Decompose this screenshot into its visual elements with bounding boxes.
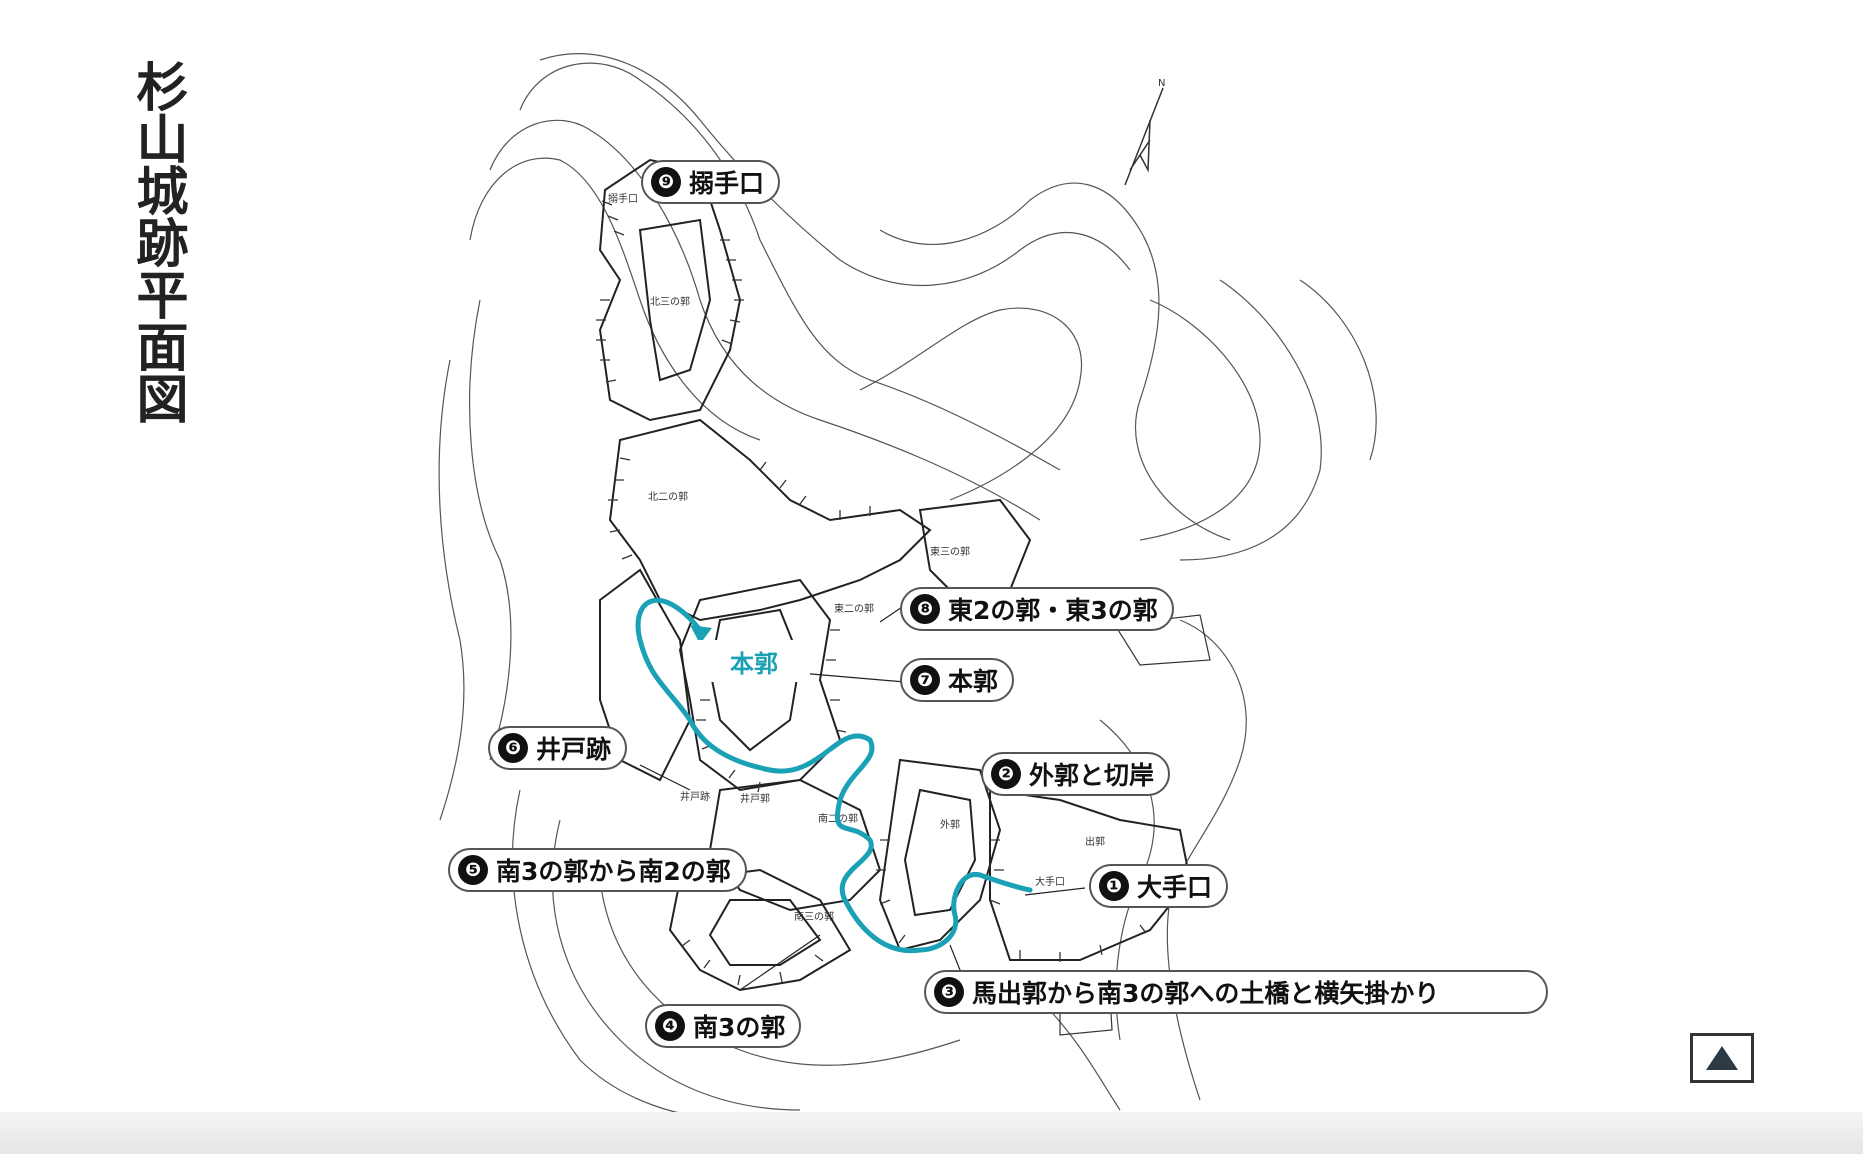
callout-label: 馬出郭から南3の郭への土橋と横矢掛かり <box>972 979 1440 1008</box>
callout-number: ❹ <box>655 1011 685 1041</box>
callout-label: 本郭 <box>948 667 999 696</box>
route-arrowhead <box>690 625 712 644</box>
label-kita3: 北三の郭 <box>650 295 690 308</box>
callout-ido[interactable]: ❻ 井戸跡 <box>488 726 628 770</box>
hachures <box>596 200 1147 986</box>
callout-umadashi[interactable]: ❸ 馬出郭から南3の郭への土橋と横矢掛かり <box>924 970 1548 1014</box>
callout-label: 大手口 <box>1137 873 1213 902</box>
label-karamete: 搦手口 <box>608 192 638 205</box>
callout-label: 南3の郭 <box>693 1013 786 1042</box>
map-title: 杉山城跡平面図 <box>127 60 188 424</box>
callout-minami3[interactable]: ❹ 南3の郭 <box>645 1004 802 1048</box>
callout-label: 井戸跡 <box>536 735 612 764</box>
callout-soto[interactable]: ❷ 外郭と切岸 <box>981 752 1171 796</box>
callout-number: ❶ <box>1099 871 1129 901</box>
callout-honmaru[interactable]: ❼ 本郭 <box>900 658 1015 702</box>
back-to-top-button[interactable] <box>1690 1033 1754 1083</box>
compass-label: N <box>1158 78 1165 89</box>
callout-number: ❺ <box>458 855 488 885</box>
honmaru-route-label: 本郭 <box>698 640 810 682</box>
callout-number: ❸ <box>934 977 964 1007</box>
label-ote: 大手口 <box>1035 875 1065 888</box>
callout-label: 南3の郭から南2の郭 <box>496 857 731 886</box>
callout-number: ❾ <box>651 167 681 197</box>
contour-lines <box>438 53 1377 1121</box>
callout-number: ❷ <box>991 759 1021 789</box>
label-minami3: 南三の郭 <box>794 910 834 923</box>
callout-label: 外郭と切岸 <box>1029 761 1155 790</box>
callout-label: 東2の郭・東3の郭 <box>948 596 1158 625</box>
bottom-bar <box>0 1112 1863 1154</box>
callout-label: 搦手口 <box>689 169 765 198</box>
label-de: 出郭 <box>1085 835 1105 848</box>
label-higashi2: 東二の郭 <box>834 602 874 615</box>
label-ido-kuruwa: 井戸郭 <box>740 792 770 805</box>
callout-number: ❻ <box>498 733 528 763</box>
callout-minami3-2[interactable]: ❺ 南3の郭から南2の郭 <box>448 848 747 892</box>
label-soto: 外郭 <box>940 818 960 831</box>
walking-route <box>635 597 1033 954</box>
label-higashi3: 東三の郭 <box>930 545 970 558</box>
plan-labels: 搦手口 北三の郭 北二の郭 東三の郭 東二の郭 井戸跡 井戸郭 南二の郭 南三の… <box>608 192 1105 923</box>
callout-number: ❽ <box>910 594 940 624</box>
callout-ote[interactable]: ❶ 大手口 <box>1089 864 1229 908</box>
north-arrow-icon: N <box>1124 78 1165 186</box>
triangle-up-icon <box>1706 1046 1738 1070</box>
label-kita2: 北二の郭 <box>648 490 688 503</box>
callout-higashi[interactable]: ❽ 東2の郭・東3の郭 <box>900 587 1174 631</box>
callout-karamete[interactable]: ❾ 搦手口 <box>641 160 781 204</box>
label-ido: 井戸跡 <box>680 790 710 803</box>
callout-number: ❼ <box>910 665 940 695</box>
